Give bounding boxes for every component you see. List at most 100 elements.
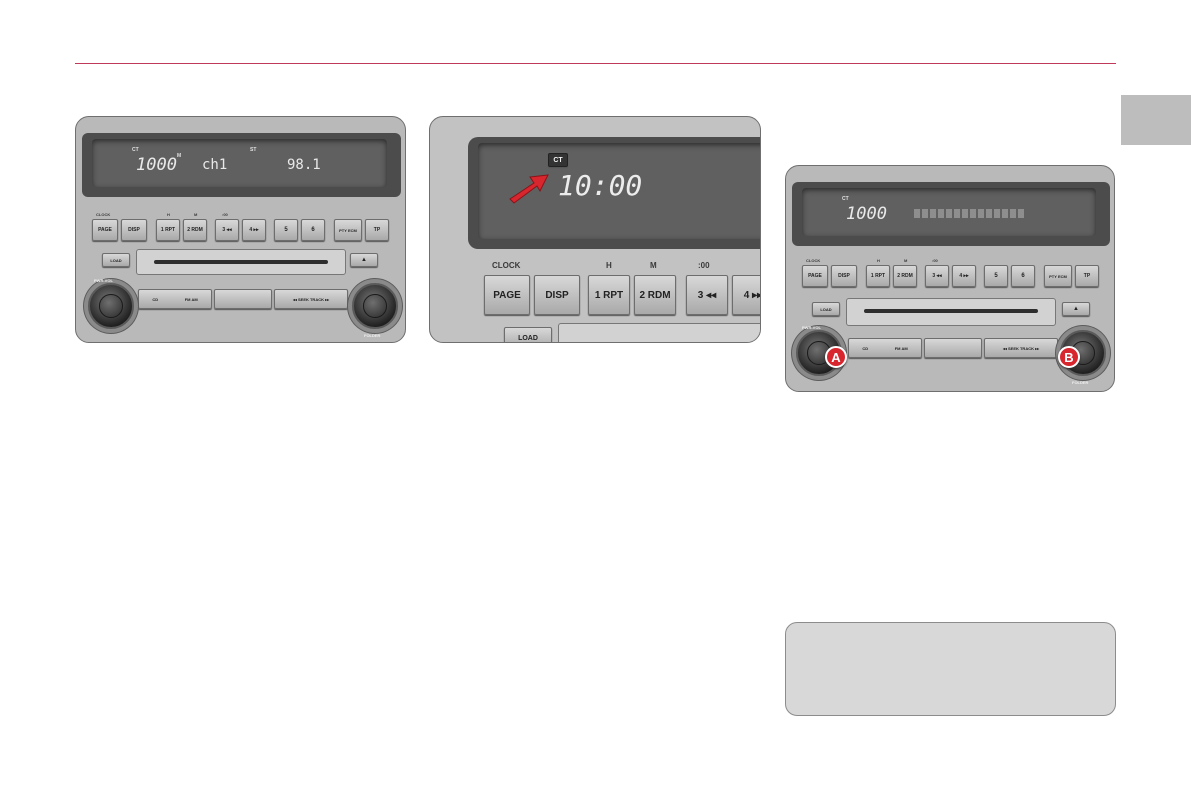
preset-1-button[interactable]: 1 RPT bbox=[866, 265, 890, 287]
st-indicator: ST bbox=[250, 147, 257, 153]
display-segment bbox=[946, 209, 952, 218]
cd-slot bbox=[136, 249, 346, 275]
load-button[interactable]: LOAD bbox=[812, 302, 840, 316]
h-label: H bbox=[167, 212, 170, 217]
display-segment bbox=[986, 209, 992, 218]
radio-panel-figure-3: CT 1000 CLOCK H M :00 PAGE DISP 1 RPT 2 … bbox=[785, 165, 1115, 392]
display-segment bbox=[970, 209, 976, 218]
zero-label: :00 bbox=[698, 261, 710, 270]
preset-3-button[interactable]: 3 ◂◂ bbox=[215, 219, 239, 241]
center-blank-button[interactable] bbox=[214, 289, 272, 309]
preset-5-button[interactable]: 5 bbox=[274, 219, 298, 241]
clock-label: CLOCK bbox=[492, 261, 521, 270]
seek-track-button[interactable]: ◂◂ SEEK TRACK ▸▸ bbox=[984, 338, 1058, 358]
frequency-readout: 98.1 bbox=[287, 157, 321, 173]
folder-label: FOLDER bbox=[1072, 380, 1089, 385]
preset-2-button[interactable]: 2 RDM bbox=[183, 219, 207, 241]
page-button[interactable]: PAGE bbox=[92, 219, 118, 241]
display-segment bbox=[994, 209, 1000, 218]
display-segment bbox=[914, 209, 920, 218]
preset-3-button[interactable]: 3 ◂◂ bbox=[925, 265, 949, 287]
preset-2-button[interactable]: 2 RDM bbox=[893, 265, 917, 287]
header-rule bbox=[75, 63, 1116, 64]
cd-fmam-button[interactable]: CD FM AM bbox=[138, 289, 212, 309]
cd-label: CD bbox=[862, 345, 869, 351]
display-screen: CT 1000 M ch1 ST 98.1 bbox=[92, 139, 387, 187]
clock-readout: 1000 bbox=[846, 204, 887, 224]
seek-track-button[interactable]: ◂◂ SEEK TRACK ▸▸ bbox=[274, 289, 348, 309]
display-segment bbox=[978, 209, 984, 218]
center-blank-button[interactable] bbox=[924, 338, 982, 358]
cd-slot bbox=[558, 323, 760, 342]
cd-slot bbox=[846, 298, 1056, 326]
cd-label: CD bbox=[152, 296, 159, 302]
page-button[interactable]: PAGE bbox=[802, 265, 828, 287]
eject-button[interactable]: ▲ bbox=[350, 253, 378, 267]
disp-button[interactable]: DISP bbox=[121, 219, 147, 241]
display-segment bbox=[930, 209, 936, 218]
channel-readout: ch1 bbox=[202, 157, 228, 173]
m-label: M bbox=[194, 212, 198, 217]
preset-5-button[interactable]: 5 bbox=[984, 265, 1008, 287]
h-label: H bbox=[877, 258, 880, 263]
preset-1-button[interactable]: 1 RPT bbox=[156, 219, 180, 241]
clock-readout: 1000 bbox=[136, 155, 177, 175]
display-segment bbox=[1010, 209, 1016, 218]
pwr-vol-label: PWR-VOL bbox=[94, 278, 113, 283]
preset-6-button[interactable]: 6 bbox=[301, 219, 325, 241]
m-label: M bbox=[904, 258, 908, 263]
folder-label: FOLDER bbox=[364, 333, 381, 338]
preset-4-button[interactable]: 4 ▸▸ bbox=[242, 219, 266, 241]
display-segment bbox=[962, 209, 968, 218]
zero-label: :00 bbox=[932, 258, 938, 263]
radio-panel-figure-2-zoom: CT 10:00 CLOCK H M :00 PAGE DISP 1 RPT 2… bbox=[429, 116, 761, 343]
radio-panel-figure-1: CT 1000 M ch1 ST 98.1 CLOCK H M :00 PAGE… bbox=[75, 116, 406, 343]
h-label: H bbox=[606, 261, 612, 270]
pty-ecm-button[interactable]: PTY ECM bbox=[334, 219, 362, 241]
tune-folder-knob[interactable] bbox=[352, 283, 398, 329]
disp-button[interactable]: DISP bbox=[534, 275, 580, 315]
tp-button[interactable]: TP bbox=[365, 219, 389, 241]
display-segment bbox=[938, 209, 944, 218]
callout-b-badge: B bbox=[1058, 346, 1080, 368]
chapter-tab bbox=[1121, 95, 1191, 145]
tune-folder-knob-cap bbox=[363, 294, 387, 318]
display-segment bbox=[1002, 209, 1008, 218]
cd-fmam-button[interactable]: CD FM AM bbox=[848, 338, 922, 358]
cd-slot-opening bbox=[153, 259, 329, 264]
preset-4-button[interactable]: 4 ▸▸ bbox=[952, 265, 976, 287]
preset-2-button[interactable]: 2 RDM bbox=[634, 275, 676, 315]
tp-button[interactable]: TP bbox=[1075, 265, 1099, 287]
fmam-label: FM AM bbox=[184, 296, 198, 302]
power-volume-knob[interactable] bbox=[88, 283, 134, 329]
note-box bbox=[785, 622, 1116, 716]
cd-slot-opening bbox=[863, 309, 1039, 314]
display-screen: CT 1000 bbox=[802, 188, 1096, 236]
disp-button[interactable]: DISP bbox=[831, 265, 857, 287]
preset-1-button[interactable]: 1 RPT bbox=[588, 275, 630, 315]
ct-indicator: CT bbox=[548, 153, 568, 167]
page-button[interactable]: PAGE bbox=[484, 275, 530, 315]
m-indicator: M bbox=[177, 153, 182, 159]
zero-label: :00 bbox=[222, 212, 228, 217]
fmam-label: FM AM bbox=[894, 345, 908, 351]
ct-indicator: CT bbox=[842, 196, 849, 202]
ct-indicator: CT bbox=[132, 147, 139, 153]
load-button[interactable]: LOAD bbox=[504, 327, 552, 342]
callout-a-badge: A bbox=[825, 346, 847, 368]
pointer-arrow bbox=[509, 174, 549, 204]
preset-3-button[interactable]: 3 ◂◂ bbox=[686, 275, 728, 315]
clock-label: CLOCK bbox=[96, 212, 111, 217]
display-segment bbox=[954, 209, 960, 218]
load-button[interactable]: LOAD bbox=[102, 253, 130, 267]
eject-button[interactable]: ▲ bbox=[1062, 302, 1090, 316]
power-volume-knob-cap bbox=[99, 294, 123, 318]
m-label: M bbox=[650, 261, 657, 270]
pwr-vol-label: PWR-VOL bbox=[802, 325, 821, 330]
pty-ecm-button[interactable]: PTY ECM bbox=[1044, 265, 1072, 287]
display-segment bbox=[1018, 209, 1024, 218]
clock-readout: 10:00 bbox=[558, 169, 643, 202]
clock-label: CLOCK bbox=[806, 258, 821, 263]
preset-4-button[interactable]: 4 ▸▸ bbox=[732, 275, 760, 315]
preset-6-button[interactable]: 6 bbox=[1011, 265, 1035, 287]
